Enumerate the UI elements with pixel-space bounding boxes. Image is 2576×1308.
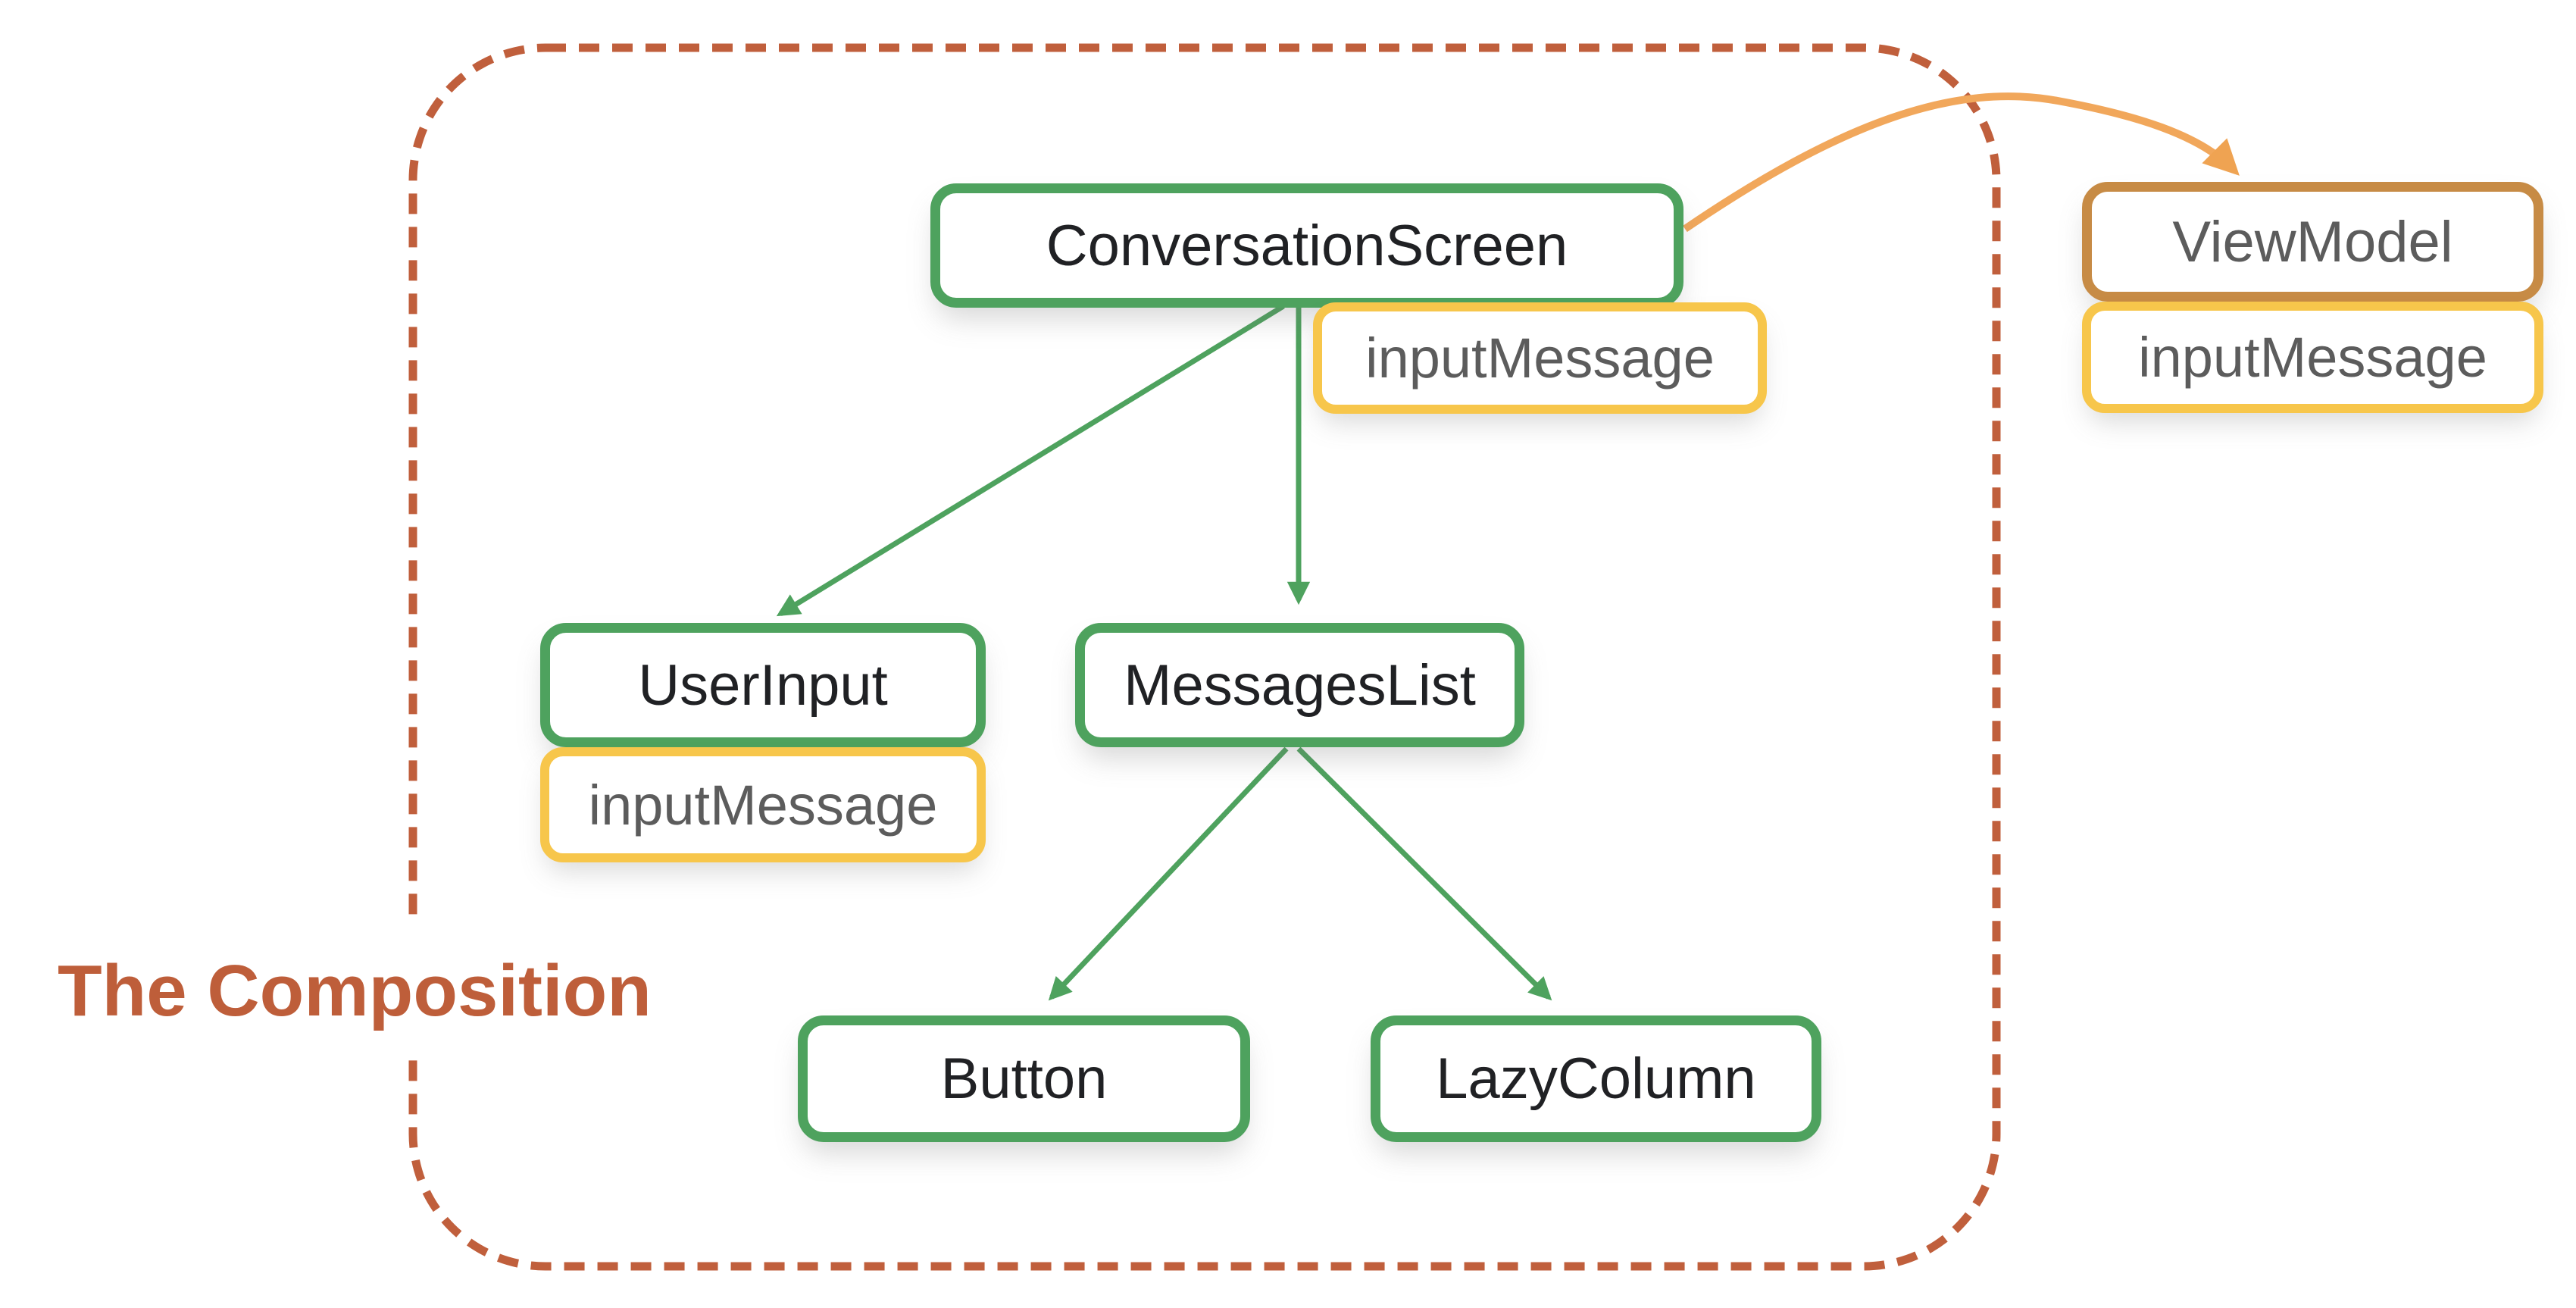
badge-user-input-inputmessage-label: inputMessage [588, 773, 938, 837]
node-button: Button [798, 1015, 1250, 1142]
node-conversation-screen: ConversationScreen [930, 183, 1683, 308]
badge-conversation-screen-inputmessage: inputMessage [1313, 302, 1767, 414]
node-lazy-column-label: LazyColumn [1436, 1047, 1756, 1111]
badge-view-model-inputmessage-label: inputMessage [2138, 326, 2487, 389]
edge-messageslist-button [1048, 746, 1289, 1001]
edge-messageslist-lazycolumn [1296, 746, 1552, 1001]
badge-user-input-inputmessage: inputMessage [540, 747, 986, 862]
edge-conversationscreen-viewmodel [1683, 92, 2240, 233]
edge-conversationscreen-userinput [776, 304, 1285, 617]
node-messages-list-label: MessagesList [1124, 652, 1476, 718]
node-conversation-screen-label: ConversationScreen [1046, 213, 1568, 278]
composition-boundary [408, 43, 2001, 1271]
node-view-model: ViewModel [2082, 182, 2543, 302]
node-user-input-label: UserInput [638, 652, 888, 718]
composition-title: The Composition [47, 923, 662, 1059]
node-user-input: UserInput [540, 623, 986, 747]
node-lazy-column: LazyColumn [1371, 1015, 1821, 1142]
badge-view-model-inputmessage: inputMessage [2082, 302, 2543, 413]
node-messages-list: MessagesList [1075, 623, 1524, 747]
badge-conversation-screen-inputmessage-label: inputMessage [1365, 327, 1715, 390]
node-button-label: Button [940, 1047, 1108, 1111]
node-view-model-label: ViewModel [2172, 209, 2453, 274]
